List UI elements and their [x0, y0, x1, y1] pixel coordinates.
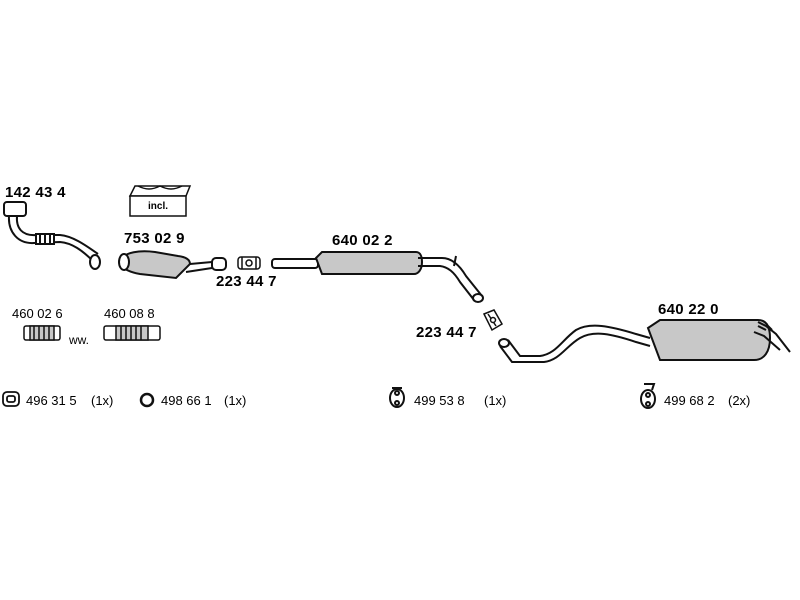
incl-note: incl.: [148, 201, 169, 212]
clamp-1-label: 223 44 7: [216, 273, 277, 290]
gasket-icon: [2, 391, 20, 407]
middle-silencer-label: 640 02 2: [332, 232, 393, 249]
rear-silencer: [498, 319, 791, 363]
flex-separator-label: ww.: [69, 333, 90, 347]
legend-part-1: 496 31 5: [26, 393, 77, 408]
legend-qty-4: (2x): [728, 393, 751, 408]
catalyst-label: 753 02 9: [124, 230, 185, 247]
front-pipe-label: 142 43 4: [5, 184, 66, 201]
flex-b-label: 460 08 8: [104, 306, 155, 321]
legend-part-3: 499 53 8: [414, 393, 465, 408]
rear-silencer-label: 640 22 0: [658, 301, 719, 318]
legend-part-4: 499 68 2: [664, 393, 715, 408]
catalyst: [118, 250, 227, 280]
legend-part-2: 498 66 1: [161, 393, 212, 408]
flex-pipe-a: [23, 325, 61, 341]
clamp-2: [482, 309, 504, 332]
front-pipe: [3, 201, 101, 270]
ring-icon: [139, 392, 155, 408]
rubber-mount-icon: [389, 387, 405, 408]
legend-qty-1: (1x): [91, 393, 114, 408]
clamp-1: [237, 256, 261, 270]
flex-a-label: 460 02 6: [12, 306, 63, 321]
legend-qty-2: (1x): [224, 393, 247, 408]
legend-qty-3: (1x): [484, 393, 507, 408]
clamp-2-label: 223 44 7: [416, 324, 477, 341]
flex-pipe-b: [103, 325, 161, 341]
middle-silencer: [271, 251, 484, 303]
rubber-hanger-icon: [640, 383, 656, 409]
catalyst-kit-icon: [128, 185, 192, 217]
